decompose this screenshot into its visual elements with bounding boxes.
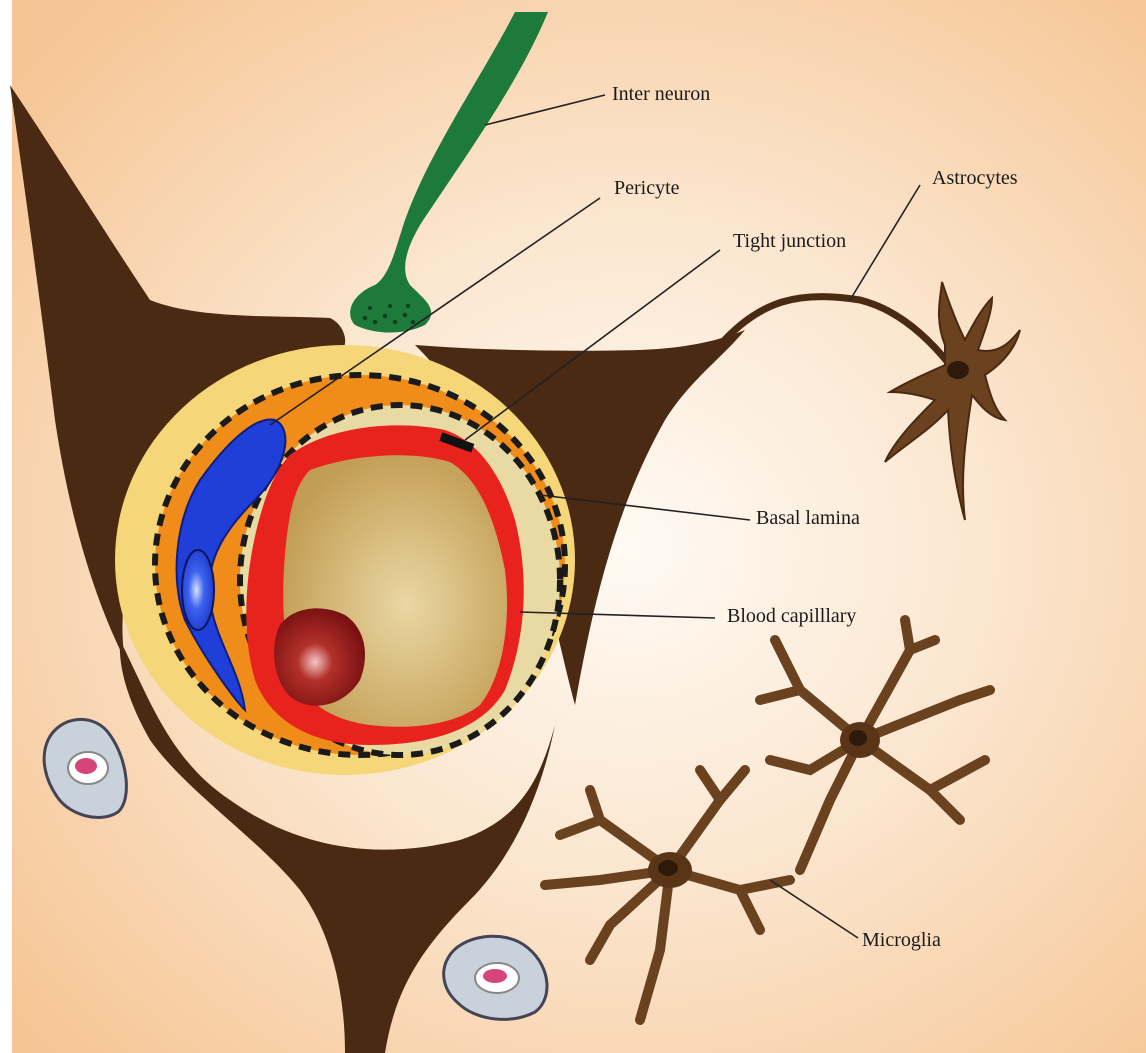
- left-margin: [0, 0, 12, 1053]
- label-blood-capillary: Blood capilllary: [727, 605, 856, 627]
- label-pericyte: Pericyte: [614, 177, 680, 199]
- label-microglia: Microglia: [862, 929, 941, 951]
- label-astrocytes: Astrocytes: [932, 167, 1018, 189]
- label-tight-junction: Tight junction: [733, 230, 846, 252]
- label-basal-lamina: Basal lamina: [756, 507, 860, 529]
- label-inter-neuron: Inter neuron: [612, 83, 710, 105]
